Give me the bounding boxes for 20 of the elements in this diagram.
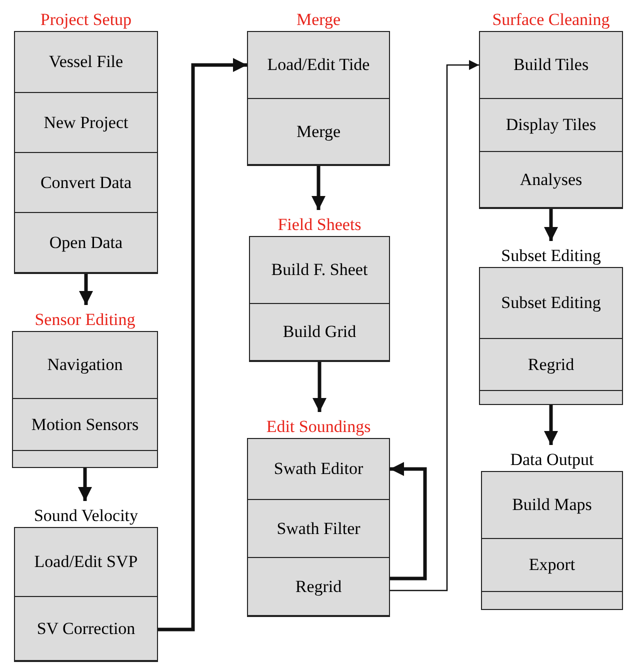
arrow [544,405,558,445]
group-heading: Sound Velocity [34,507,138,524]
arrow [158,58,247,632]
group-heading: Merge [296,11,341,28]
step-cell: New Project [15,92,157,153]
group-heading: Edit Soundings [266,418,371,435]
arrow [544,209,558,241]
arrow [390,60,479,592]
group-heading: Subset Editing [501,247,601,264]
arrow [312,362,326,412]
group-heading: Field Sheets [278,216,362,233]
group-heading: Data Output [510,451,594,468]
group-heading: Surface Cleaning [492,11,610,28]
arrow [79,274,93,305]
arrow [390,462,427,580]
arrow [312,166,326,210]
group-heading: Project Setup [40,11,132,28]
step-cell: Open Data [15,212,157,273]
group-heading: Sensor Editing [34,311,136,328]
arrow [78,468,92,501]
